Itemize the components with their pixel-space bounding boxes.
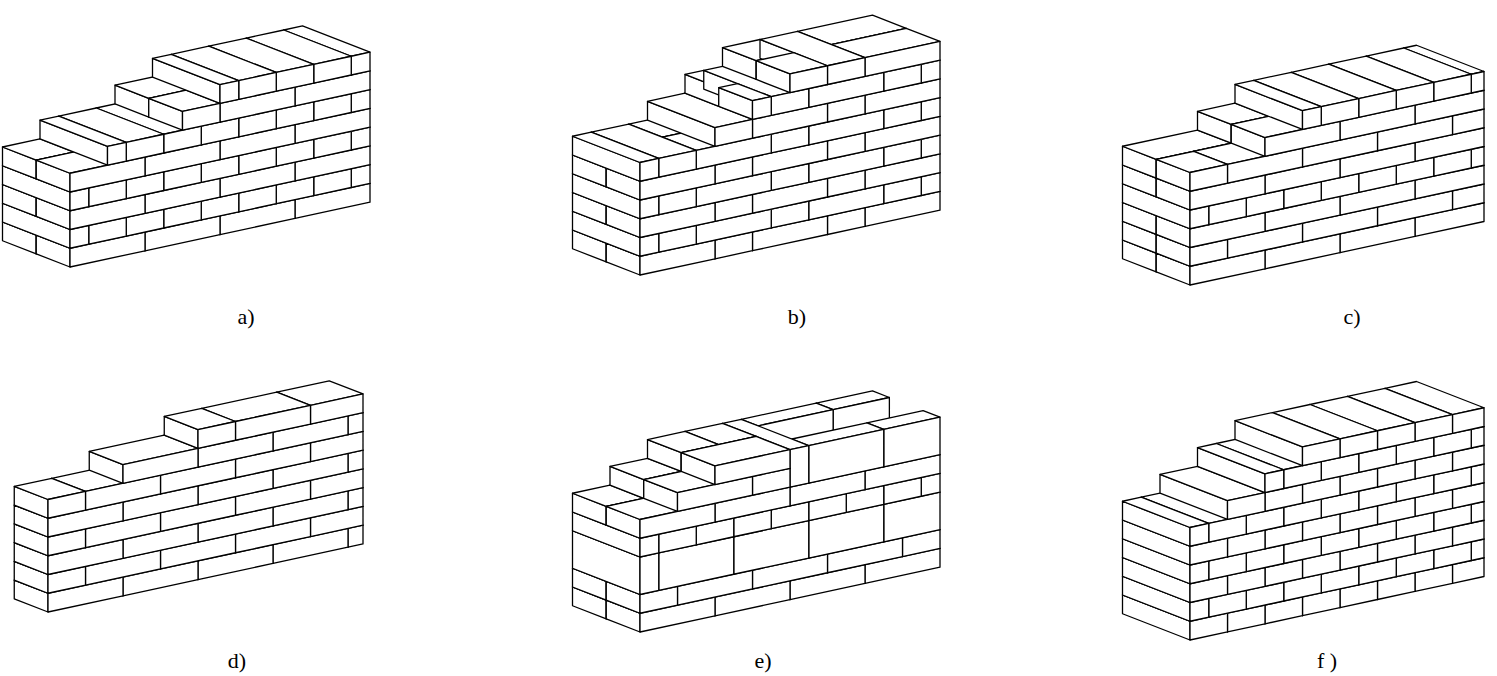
brick-top-face — [40, 116, 126, 146]
brick-front-face — [1359, 90, 1397, 117]
brick-front-face — [126, 134, 164, 161]
brick-front-face — [220, 81, 239, 104]
brick-front-face — [1471, 502, 1484, 524]
brick-front-face — [1471, 464, 1484, 486]
panel-label: f ) — [1317, 649, 1337, 673]
brick-wall — [573, 391, 941, 632]
panel-label: a) — [237, 305, 254, 329]
brick-front-face — [1434, 74, 1472, 101]
brick-front-face — [198, 422, 236, 449]
panel-label: c) — [1343, 305, 1360, 329]
brick-front-face — [1396, 82, 1434, 109]
brick-front-face — [1265, 470, 1284, 493]
brick-front-face — [640, 553, 659, 595]
brick-front-face — [1471, 72, 1484, 94]
brick-front-face — [311, 394, 364, 424]
brick-front-face — [1228, 493, 1266, 520]
brick-front-face — [753, 97, 772, 120]
brick-front-face — [236, 405, 311, 440]
brick-wall — [14, 381, 363, 612]
brick-front-face — [1340, 431, 1378, 458]
brick-front-face — [108, 142, 127, 165]
brick-front-face — [1453, 408, 1485, 434]
brick-front-face — [884, 417, 940, 467]
brick-front-face — [828, 58, 866, 85]
brick-wall — [1123, 382, 1485, 641]
brick-front-face — [239, 72, 277, 99]
brick-front-face — [865, 41, 940, 76]
brick-wall — [3, 26, 371, 267]
brick-front-face — [1190, 164, 1228, 191]
brick-wall — [573, 15, 941, 275]
panel-label: d) — [228, 649, 246, 673]
brick-front-face — [1415, 415, 1453, 442]
brick-front-face — [1378, 423, 1416, 450]
brick-wall — [1123, 45, 1485, 285]
brick-front-face — [715, 119, 753, 146]
brick-front-face — [1321, 99, 1359, 126]
brick-front-face — [640, 158, 659, 181]
brick-front-face — [314, 56, 352, 83]
panel-label: e) — [754, 649, 771, 673]
brick-front-face — [809, 429, 884, 483]
brick-front-face — [1190, 523, 1209, 546]
brick-front-face — [351, 52, 370, 75]
brick-front-face — [183, 103, 221, 130]
brick-front-face — [1471, 539, 1484, 561]
brick-front-face — [1471, 427, 1484, 449]
brick-front-face — [790, 66, 828, 93]
brick-front-face — [276, 64, 314, 91]
brick-top-face — [573, 132, 659, 162]
brick-top-face — [153, 54, 239, 84]
brick-top-face — [1235, 80, 1321, 110]
brick-front-face — [1303, 439, 1341, 466]
brick-front-face — [1303, 107, 1322, 130]
brick-front-face — [659, 150, 697, 177]
brick-front-face — [790, 446, 809, 488]
brick-front-face — [123, 448, 198, 483]
brick-front-face — [1471, 147, 1484, 169]
brick-front-face — [48, 491, 86, 518]
brick-front-face — [715, 450, 790, 485]
panel-label: b) — [788, 305, 806, 329]
